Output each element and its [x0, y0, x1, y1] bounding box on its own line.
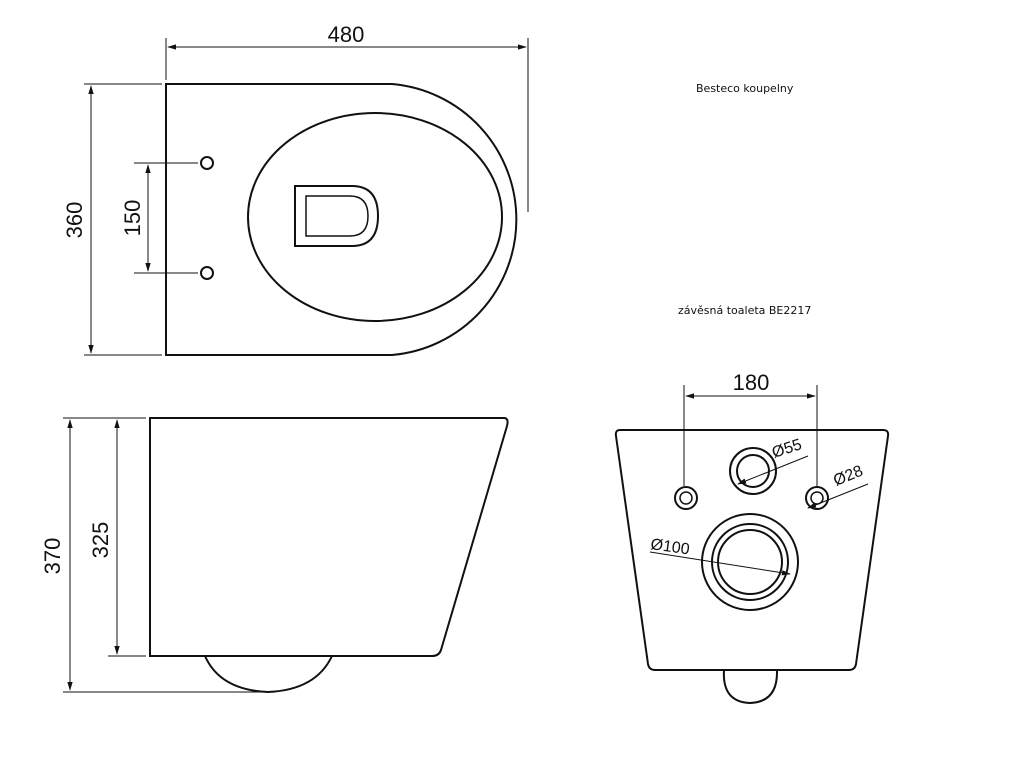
model-label: závěsná toaleta BE2217	[678, 304, 812, 317]
side-view-outline	[149, 417, 509, 657]
drain-opening	[294, 185, 380, 247]
outlet-bulge	[204, 655, 333, 694]
side-view	[63, 417, 509, 694]
dim-text-rear-spacing: 180	[733, 370, 770, 395]
drain-opening-inner	[305, 195, 369, 237]
seat-fixing-hole-bottom	[200, 266, 214, 280]
dim-text-width: 480	[328, 22, 365, 47]
inlet-outer	[729, 447, 777, 495]
bowl-rim	[247, 112, 503, 322]
dim-text-hole-spacing: 150	[120, 200, 145, 237]
rear-view-outline	[614, 429, 890, 671]
leader-outlet	[649, 551, 791, 576]
fixing-hole-left-inner	[679, 491, 693, 505]
brand-label: Besteco koupelny	[696, 82, 794, 95]
dim-text-inlet: Ø55	[770, 436, 804, 462]
rear-view	[614, 385, 890, 705]
dim-text-outlet: Ø100	[649, 536, 690, 558]
dim-text-height: 370	[40, 538, 65, 575]
dim-text-fixing: Ø28	[831, 463, 866, 490]
outlet-middle	[711, 523, 789, 601]
fixing-hole-right-outer	[805, 486, 829, 510]
outlet-outer	[701, 513, 799, 611]
seat-fixing-hole-top	[200, 156, 214, 170]
top-view-outline	[165, 83, 518, 356]
dim-text-bowl-height: 325	[88, 522, 113, 559]
leader-fixing	[807, 483, 869, 509]
inlet-inner	[736, 454, 770, 488]
dim-text-depth: 360	[62, 202, 87, 239]
outlet-bulge-rear	[722, 669, 779, 705]
leader-inlet	[737, 455, 809, 485]
outlet-inner	[717, 529, 783, 595]
fixing-hole-left-outer	[674, 486, 698, 510]
top-view	[84, 38, 529, 356]
